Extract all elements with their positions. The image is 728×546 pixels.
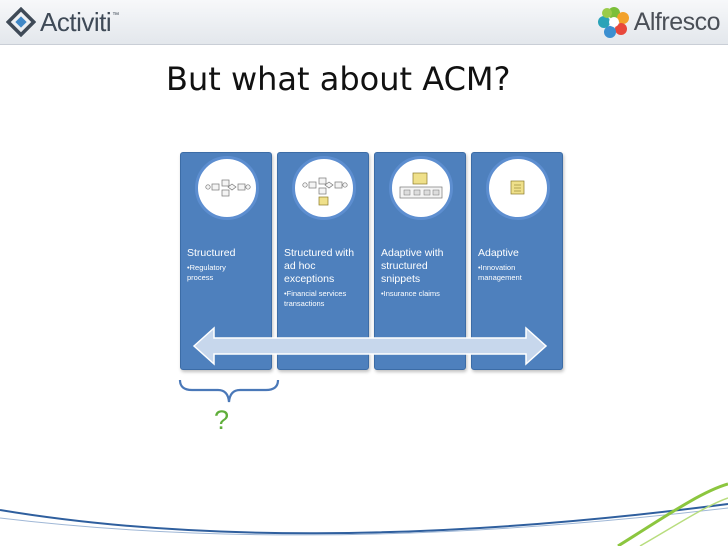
double-arrow (192, 326, 548, 366)
panel-bullet: •Innovation management (478, 263, 522, 282)
slide-title: But what about ACM? (166, 60, 511, 98)
panel-icon-circle (195, 156, 259, 220)
activiti-logo: Activiti ™ (6, 6, 119, 38)
panel-bullet: •Financial services transactions (284, 289, 347, 308)
panel-bullet: •Insurance claims (381, 289, 440, 298)
process-flow-icon (205, 179, 251, 197)
panel-structured: Structured •Regulatory process (180, 152, 272, 370)
activiti-logo-text: Activiti (40, 6, 112, 37)
process-flow-exception-icon (302, 177, 348, 206)
panel-icon-circle (292, 156, 356, 220)
panel-adaptive: Adaptive •Innovation management (471, 152, 563, 370)
panel-title: Structured with ad hoc exceptions (284, 247, 355, 285)
adaptive-document-icon (510, 180, 525, 195)
panel-adaptive-structured: Adaptive with structured snippets •Insur… (374, 152, 466, 370)
panel-icon-circle (486, 156, 550, 220)
header-bar: Activiti ™ Alfresco (0, 0, 728, 45)
alfresco-flower-icon (597, 7, 629, 38)
process-spectrum-diagram: Structured •Regulatory process (180, 152, 563, 370)
panel-bullet: •Regulatory process (187, 263, 226, 282)
panel-icon-circle (389, 156, 453, 220)
panel-text: Adaptive •Innovation management (478, 247, 562, 283)
activiti-diamond-icon (6, 7, 36, 37)
panel-title: Structured (187, 247, 236, 259)
alfresco-logo-text: Alfresco (633, 7, 721, 36)
curly-brace (178, 379, 280, 403)
alfresco-logo: Alfresco (597, 6, 721, 38)
activiti-logo-tm: ™ (112, 12, 120, 19)
panel-text: Structured with ad hoc exceptions •Finan… (284, 247, 368, 309)
panel-title: Adaptive (478, 247, 519, 259)
panel-text: Structured •Regulatory process (187, 247, 271, 283)
adaptive-snippet-icon (399, 172, 443, 199)
bottom-swoosh-decoration (0, 482, 728, 546)
question-mark: ? (214, 405, 230, 435)
panel-title: Adaptive with structured snippets (381, 247, 444, 285)
panel-structured-ad-hoc: Structured with ad hoc exceptions •Finan… (277, 152, 369, 370)
panel-text: Adaptive with structured snippets •Insur… (381, 247, 465, 299)
